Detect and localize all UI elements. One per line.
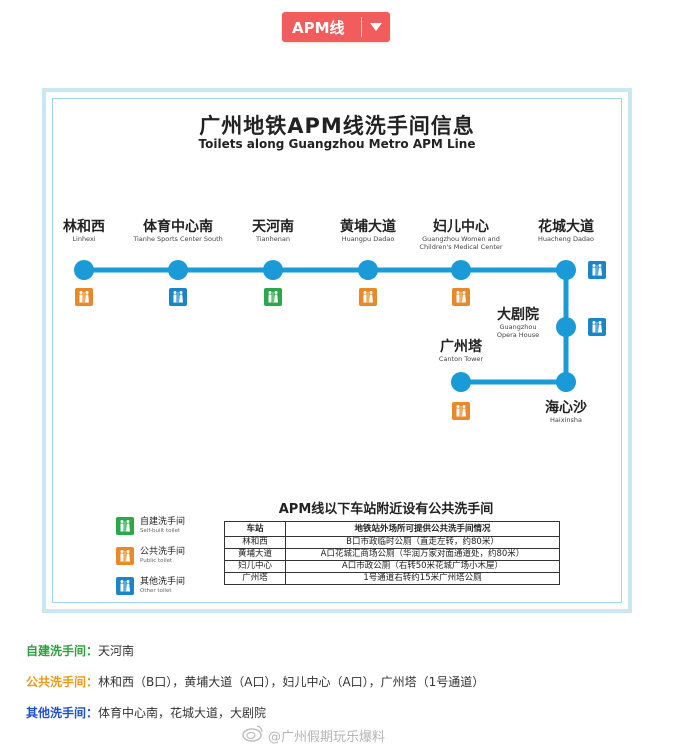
station-en: Linhexi (72, 235, 96, 243)
chevron-down-icon[interactable] (362, 12, 390, 42)
note-value: 林和西（B口），黄埔大道（A口），妇儿中心（A口），广州塔（1号通道） (98, 675, 485, 689)
station-dot-linhexi (74, 260, 94, 280)
legend-label: 自建洗手间 (140, 517, 186, 527)
station-en: Huangpu Dadao (341, 235, 395, 243)
station-cn: 妇儿中心 (433, 219, 489, 235)
note-value: 体育中心南，花城大道，大剧院 (98, 706, 267, 720)
watermark: @广州假期玩乐爆料 (242, 725, 386, 745)
station-dot-haixinsha (556, 372, 576, 392)
poster-frame (52, 98, 622, 603)
note-key: 其他洗手间： (26, 706, 99, 720)
station-label-haixinsha: 海心沙 Haixinsha (538, 400, 594, 424)
table-cell-station: 广州塔 (224, 572, 286, 585)
note-other: 其他洗手间：体育中心南，花城大道，大剧院 (26, 704, 266, 721)
table-cell-info: B口市政临时公厕（直走左转，约80米） (285, 536, 560, 549)
table-cell-info: A口市政公厕（右转50米花城广场小木屋） (285, 560, 560, 573)
public-toilet-icon (452, 288, 470, 306)
other-toilet-icon (588, 261, 606, 279)
station-dot-huachengdadao (556, 260, 576, 280)
station-dot-dajuyuan (556, 317, 576, 337)
line-selector-label: APM线 (292, 18, 345, 37)
station-dot-fuerzhongxin (451, 260, 471, 280)
station-label-dajuyuan: 大剧院 Guangzhou Opera House (488, 307, 548, 339)
self-built-toilet-icon (264, 288, 282, 306)
table-header-cell: 车站 (224, 521, 286, 537)
dropdown-divider (361, 17, 362, 37)
self-built-toilet-icon (116, 517, 134, 535)
station-cn: 海心沙 (545, 400, 587, 416)
table-header-row: 车站 地铁站外场所可提供公共洗手间情况 (224, 521, 560, 537)
station-cn: 黄埔大道 (340, 219, 396, 235)
toilet-info-poster: 广州地铁APM线洗手间信息 Toilets along Guangzhou Me… (42, 88, 632, 613)
table-cell-info: A口花城汇商场公厕（华润万家对面通道处，约80米） (285, 548, 560, 561)
station-en: Children's Medical Center (419, 243, 503, 251)
station-cn: 林和西 (63, 219, 105, 235)
station-cn: 广州塔 (440, 339, 482, 355)
weibo-logo-icon (242, 724, 264, 746)
station-dot-guangzhouta (451, 372, 471, 392)
metro-line-map (74, 260, 576, 392)
public-toilet-icon (75, 288, 93, 306)
station-label-tiyuzhongxinnan: 体育中心南 Tianhe Sports Center South (128, 219, 228, 243)
poster-title: 广州地铁APM线洗手间信息 (199, 114, 475, 138)
station-en: Haixinsha (550, 416, 582, 424)
station-cn: 天河南 (252, 219, 294, 235)
table-row: 妇儿中心 A口市政公厕（右转50米花城广场小木屋） (224, 560, 560, 573)
station-en: Huacheng Dadao (537, 235, 595, 243)
station-en: Canton Tower (438, 355, 484, 363)
legend-label-en: Public toilet (140, 558, 173, 564)
poster-subtitle: Toilets along Guangzhou Metro APM Line (198, 137, 476, 151)
legend-item-public: 公共洗手间 Public toilet (116, 547, 226, 571)
station-dot-tiyuzhongxinnan (168, 260, 188, 280)
note-public: 公共洗手间：林和西（B口），黄埔大道（A口），妇儿中心（A口），广州塔（1号通道… (26, 673, 484, 690)
note-self-built: 自建洗手间：天河南 (26, 642, 134, 659)
legend-label: 其他洗手间 (140, 577, 186, 587)
station-en: Guangzhou Women and (422, 235, 500, 243)
note-key: 公共洗手间： (26, 675, 99, 689)
station-en: Tianhenan (255, 235, 291, 243)
legend-item-self-built: 自建洗手间 Self-built toilet (116, 517, 226, 541)
station-label-huachengdadao: 花城大道 Huacheng Dadao (530, 219, 602, 243)
table-row: 林和西 B口市政临时公厕（直走左转，约80米） (224, 536, 560, 549)
station-cn: 花城大道 (538, 219, 594, 235)
station-label-guangzhouta: 广州塔 Canton Tower (431, 339, 491, 363)
table-row: 黄埔大道 A口花城汇商场公厕（华润万家对面通道处，约80米） (224, 548, 560, 561)
table-cell-station: 妇儿中心 (224, 560, 286, 573)
table-cell-station: 黄埔大道 (224, 548, 286, 561)
station-dot-tianhenan (263, 260, 283, 280)
station-label-fuerzhongxin: 妇儿中心 Guangzhou Women and Children's Medi… (411, 219, 511, 251)
line-selector-dropdown[interactable]: APM线 (282, 12, 390, 42)
note-value: 天河南 (98, 644, 135, 658)
station-en: Tianhe Sports Center South (133, 235, 223, 243)
station-cn: 大剧院 (497, 307, 539, 323)
legend-label-en: Other toilet (140, 588, 172, 594)
station-dot-huangpudadao (358, 260, 378, 280)
table-cell-station: 林和西 (224, 536, 286, 549)
watermark-text: @广州假期玩乐爆料 (268, 730, 386, 745)
table-cell-info: 1号通道右转约15米广州塔公厕 (285, 572, 560, 585)
station-label-linhexi: 林和西 Linhexi (54, 219, 114, 243)
other-toilet-icon (169, 288, 187, 306)
station-label-tianhenan: 天河南 Tianhenan (243, 219, 303, 243)
legend-label: 公共洗手间 (140, 547, 186, 557)
table-row: 广州塔 1号通道右转约15米广州塔公厕 (224, 572, 560, 585)
public-toilet-table: 车站 地铁站外场所可提供公共洗手间情况 林和西 B口市政临时公厕（直走左转，约8… (224, 521, 560, 585)
station-en: Guangzhou (499, 323, 537, 331)
public-toilet-icon (116, 547, 134, 565)
public-toilet-icon (359, 288, 377, 306)
station-label-huangpudadao: 黄埔大道 Huangpu Dadao (332, 219, 404, 243)
other-toilet-icon (116, 577, 134, 595)
station-cn: 体育中心南 (143, 219, 213, 235)
table-header-cell: 地铁站外场所可提供公共洗手间情况 (285, 521, 560, 537)
note-key: 自建洗手间： (26, 644, 99, 658)
station-en: Opera House (496, 331, 540, 339)
legend-label-en: Self-built toilet (140, 528, 181, 534)
other-toilet-icon (588, 318, 606, 336)
public-toilet-icon (452, 402, 470, 420)
table-title: APM线以下车站附近设有公共洗手间 (278, 502, 494, 517)
legend-item-other: 其他洗手间 Other toilet (116, 577, 226, 601)
